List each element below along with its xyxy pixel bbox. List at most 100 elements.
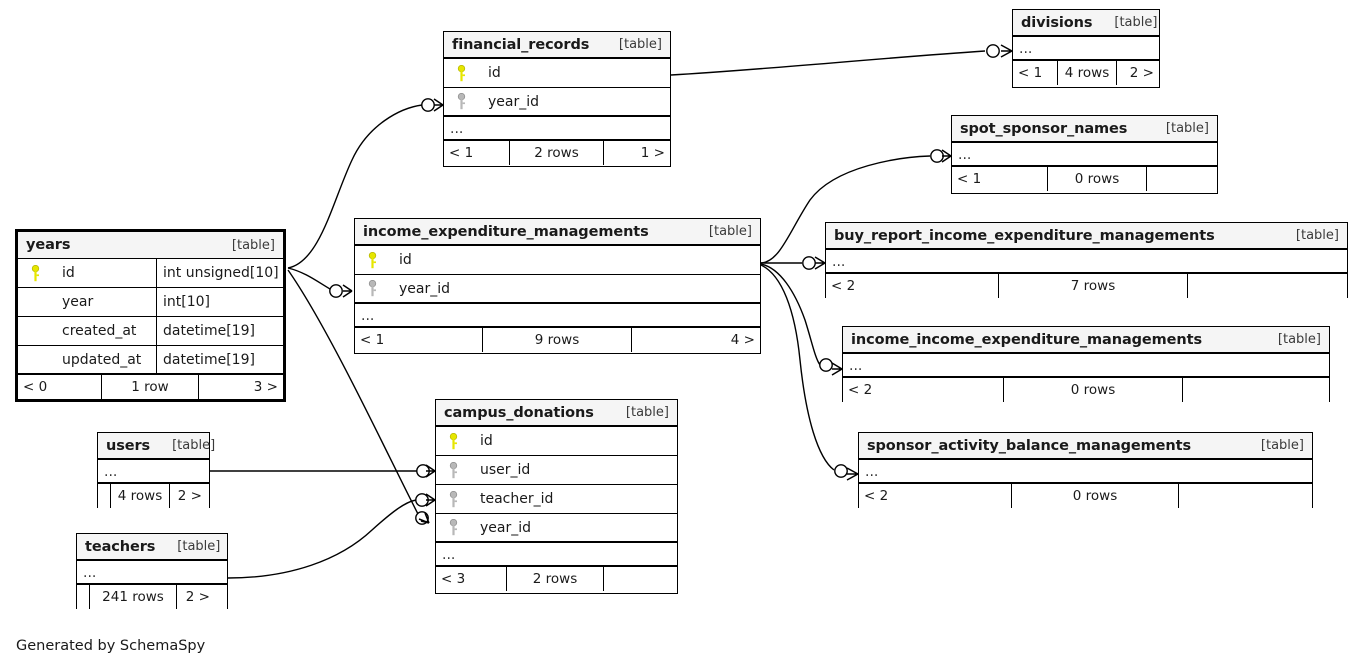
more-columns-indicator[interactable]: ...: [355, 304, 760, 328]
table-node-income-expenditure-managements[interactable]: income_expenditure_managements [table] i…: [354, 218, 761, 354]
footer-child-count[interactable]: 1 >: [640, 145, 665, 161]
foreign-key-icon: [444, 93, 474, 110]
table-row[interactable]: teacher_id: [436, 485, 677, 514]
table-header-financial-records: financial_records [table]: [444, 32, 670, 59]
footer-parent-count[interactable]: < 0: [23, 379, 48, 395]
table-node-divisions[interactable]: divisions [table] ... < 1 4 rows 2 >: [1012, 9, 1160, 88]
table-header-users: users [table]: [98, 433, 215, 460]
table-row[interactable]: id: [444, 59, 670, 88]
footer-row-count: 4 rows: [1057, 61, 1117, 85]
footer-row-count: 241 rows: [89, 585, 177, 609]
footer-parent-count[interactable]: [77, 585, 89, 609]
table-title: years: [26, 237, 71, 253]
footer-row-count: 7 rows: [998, 274, 1188, 298]
footer-parent-count[interactable]: < 1: [1018, 65, 1043, 81]
table-row[interactable]: year_id: [444, 88, 670, 117]
footer-parent-count[interactable]: < 2: [848, 382, 873, 398]
relationship-endpoint-circle: [415, 511, 429, 525]
footer-row-count: 9 rows: [482, 328, 632, 352]
table-node-sponsor-activity-balance-managements[interactable]: sponsor_activity_balance_managements [ta…: [858, 432, 1313, 508]
table-type-tag: [table]: [618, 37, 662, 52]
crowsfoot-marker: [1000, 44, 1013, 58]
more-columns-indicator[interactable]: ...: [843, 354, 1329, 378]
table-footer: < 1 4 rows 2 >: [1013, 61, 1159, 85]
relationship-endpoint-circle: [819, 358, 833, 372]
table-row[interactable]: updated_at datetime[19]: [18, 346, 283, 375]
more-columns-indicator[interactable]: ...: [436, 543, 677, 567]
table-type-tag: [table]: [172, 438, 216, 453]
footer-row-count: 2 rows: [506, 567, 604, 591]
table-node-teachers[interactable]: teachers [table] ... 241 rows 2 >: [76, 533, 228, 609]
table-node-buy-report-income-expenditure-managements[interactable]: buy_report_income_expenditure_management…: [825, 222, 1348, 298]
table-footer: 241 rows 2 >: [77, 585, 227, 609]
table-node-spot-sponsor-names[interactable]: spot_sponsor_names [table] ... < 1 0 row…: [951, 115, 1218, 194]
footer-child-count[interactable]: 4 >: [730, 332, 755, 348]
footer-parent-count[interactable]: < 1: [360, 332, 385, 348]
generator-credit: Generated by SchemaSpy: [16, 638, 206, 654]
column-name: id: [488, 65, 501, 81]
table-type-tag: [table]: [1295, 228, 1339, 243]
table-row[interactable]: year_id: [436, 514, 677, 543]
crowsfoot-marker: [425, 464, 436, 478]
table-type-tag: [table]: [1277, 332, 1321, 347]
relationship-endpoint-circle: [986, 44, 1000, 58]
column-type: datetime[19]: [156, 346, 283, 373]
more-columns-indicator[interactable]: ...: [952, 143, 1217, 167]
table-footer: < 2 7 rows: [826, 274, 1347, 298]
relationship-endpoint-circle: [416, 464, 430, 478]
footer-parent-count[interactable]: < 1: [449, 145, 474, 161]
table-row[interactable]: id int unsigned[10]: [18, 259, 283, 288]
column-name: year_id: [480, 519, 532, 536]
table-node-financial-records[interactable]: financial_records [table] id year_id ...…: [443, 31, 671, 167]
table-row[interactable]: id: [436, 427, 677, 456]
table-node-years[interactable]: years [table] id int unsigned[10] year i…: [15, 229, 286, 402]
more-columns-indicator[interactable]: ...: [826, 250, 1347, 274]
table-row[interactable]: id: [355, 246, 760, 275]
table-footer: 4 rows 2 >: [98, 484, 209, 508]
table-row[interactable]: user_id: [436, 456, 677, 485]
table-node-income-income-expenditure-managements[interactable]: income_income_expenditure_managements [t…: [842, 326, 1330, 402]
footer-child-count[interactable]: [1147, 167, 1217, 191]
footer-parent-count[interactable]: < 1: [957, 171, 982, 187]
table-header-years: years [table]: [18, 232, 283, 259]
table-header-spot-sponsor-names: spot_sponsor_names [table]: [952, 116, 1217, 143]
table-title: sponsor_activity_balance_managements: [867, 437, 1191, 454]
column-name: year: [62, 294, 94, 310]
crowsfoot-marker: [831, 362, 843, 376]
table-title: users: [106, 437, 151, 454]
table-row[interactable]: year int[10]: [18, 288, 283, 317]
crowsfoot-marker: [425, 493, 436, 507]
footer-child-count[interactable]: [1188, 274, 1345, 298]
more-columns-indicator[interactable]: ...: [859, 460, 1312, 484]
more-columns-indicator[interactable]: ...: [77, 561, 227, 585]
footer-child-count[interactable]: 3 >: [253, 379, 278, 395]
more-columns-indicator[interactable]: ...: [98, 460, 209, 484]
footer-child-count[interactable]: 2 >: [185, 589, 210, 605]
footer-child-count[interactable]: 2 >: [1129, 65, 1154, 81]
table-type-tag: [table]: [708, 224, 752, 239]
footer-child-count[interactable]: [1179, 484, 1312, 508]
table-footer: < 1 0 rows: [952, 167, 1217, 191]
more-columns-indicator[interactable]: ...: [444, 117, 670, 141]
footer-parent-count[interactable]: < 2: [864, 488, 889, 504]
relationship-endpoint-circle: [421, 98, 435, 112]
footer-parent-count[interactable]: < 3: [441, 571, 466, 587]
more-columns-indicator[interactable]: ...: [1013, 37, 1159, 61]
relationship-endpoint-circle: [415, 493, 429, 507]
table-header-income-income: income_income_expenditure_managements [t…: [843, 327, 1329, 354]
edge-iem-income_income: [760, 263, 821, 366]
table-row[interactable]: year_id: [355, 275, 760, 304]
crowsfoot-marker: [418, 512, 430, 524]
table-node-users[interactable]: users [table] ... 4 rows 2 >: [97, 432, 215, 508]
footer-parent-count[interactable]: [98, 484, 110, 508]
foreign-key-icon: [355, 280, 385, 297]
footer-child-count[interactable]: [1183, 378, 1327, 402]
footer-child-count[interactable]: [604, 567, 677, 591]
table-footer: < 2 0 rows: [859, 484, 1312, 508]
table-title: income_expenditure_managements: [363, 223, 649, 240]
table-node-campus-donations[interactable]: campus_donations [table] id user_id teac…: [435, 399, 678, 594]
column-name: user_id: [480, 462, 531, 478]
footer-child-count[interactable]: 2 >: [177, 488, 202, 504]
footer-parent-count[interactable]: < 2: [831, 278, 856, 294]
table-row[interactable]: created_at datetime[19]: [18, 317, 283, 346]
